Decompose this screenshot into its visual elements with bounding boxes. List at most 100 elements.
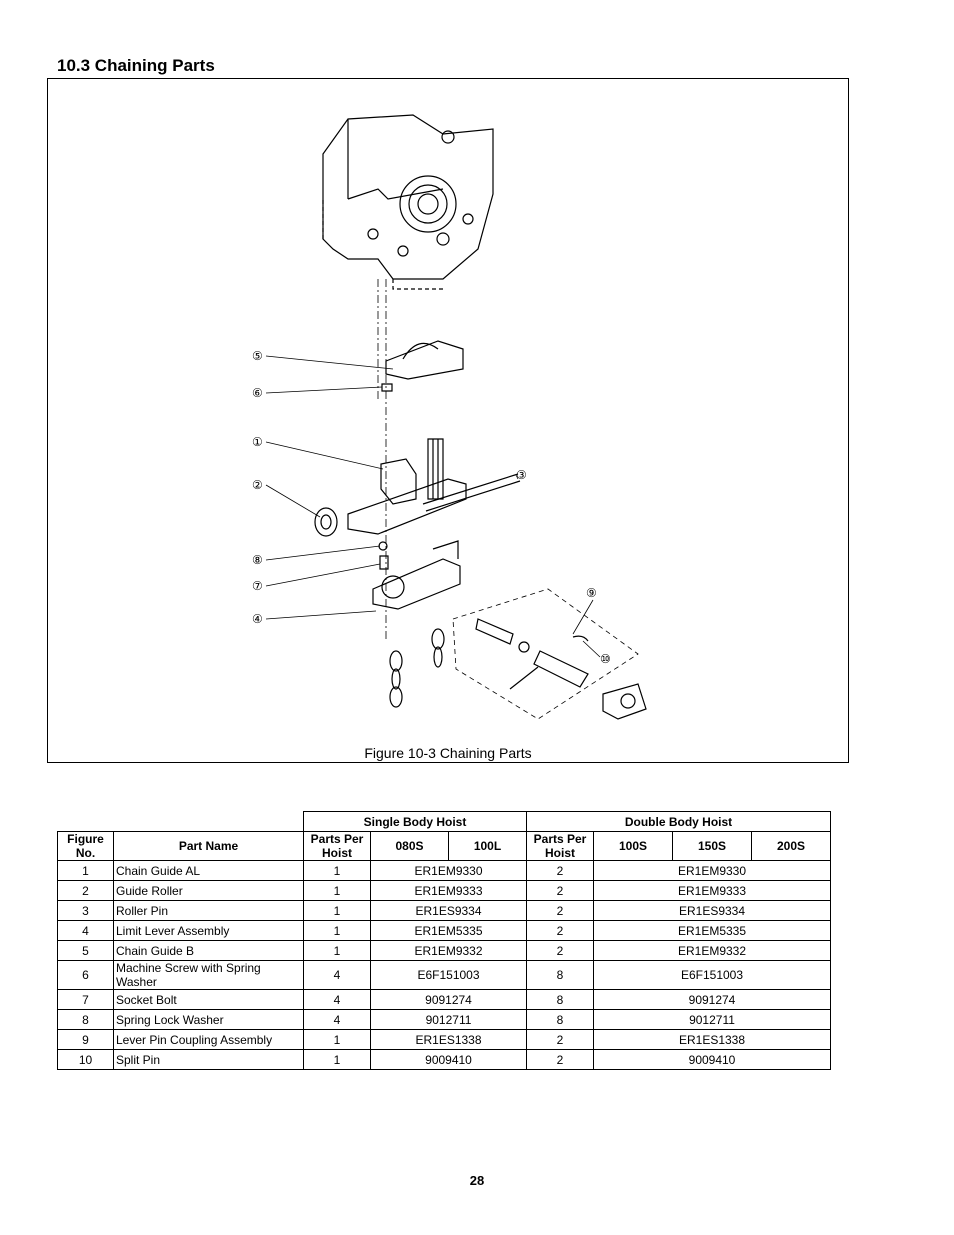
part-name-cell: Chain Guide B	[113, 940, 304, 961]
col-080s: 080S	[370, 831, 449, 861]
figure-no-cell: 7	[57, 989, 114, 1010]
single-qty-cell: 1	[303, 1029, 371, 1050]
double-part-number-cell: 9009410	[593, 1049, 831, 1070]
single-part-number-cell: 9009410	[370, 1049, 527, 1070]
roller-pin-drawing	[422, 473, 521, 512]
double-part-number-cell: ER1EM5335	[593, 920, 831, 941]
figure-no-cell: 6	[57, 960, 114, 990]
callout-2: ②	[252, 478, 263, 492]
figure-caption: Figure 10-3 Chaining Parts	[364, 745, 532, 761]
single-qty-cell: 1	[303, 1049, 371, 1070]
single-qty-cell: 1	[303, 880, 371, 901]
callout-10: ⑩	[600, 652, 611, 666]
figure-no-cell: 8	[57, 1009, 114, 1030]
double-qty-cell: 2	[526, 1049, 594, 1070]
single-part-number-cell: ER1EM9330	[370, 860, 527, 881]
double-qty-cell: 8	[526, 989, 594, 1010]
single-qty-cell: 4	[303, 989, 371, 1010]
chain-guide-b-drawing	[385, 340, 464, 380]
bolt-drawing	[379, 555, 389, 570]
part-name-cell: Guide Roller	[113, 880, 304, 901]
figure-no-cell: 4	[57, 920, 114, 941]
double-qty-cell: 2	[526, 900, 594, 921]
single-part-number-cell: ER1EM9332	[370, 940, 527, 961]
table-group-header: Single Body Hoist Double Body Hoist	[58, 811, 831, 832]
figure-no-cell: 2	[57, 880, 114, 901]
callout-6: ⑥	[252, 386, 263, 400]
parts-table: Single Body Hoist Double Body Hoist Figu…	[57, 811, 831, 1070]
double-part-number-cell: ER1ES9334	[593, 900, 831, 921]
part-name-cell: Machine Screw with Spring Washer	[113, 960, 304, 990]
double-qty-cell: 2	[526, 860, 594, 881]
part-name-cell: Split Pin	[113, 1049, 304, 1070]
double-qty-cell: 8	[526, 960, 594, 990]
exploded-parts-diagram: ⑤ ⑥ ① ② ③ ⑧ ⑦ ④ ⑨ ⑩	[252, 114, 647, 720]
single-qty-cell: 4	[303, 960, 371, 990]
part-name-cell: Lever Pin Coupling Assembly	[113, 1029, 304, 1050]
double-qty-cell: 8	[526, 1009, 594, 1030]
single-qty-cell: 1	[303, 940, 371, 961]
screw-drawing	[381, 383, 393, 392]
double-part-number-cell: E6F151003	[593, 960, 831, 990]
single-qty-cell: 1	[303, 920, 371, 941]
chain-guide-al-drawing	[347, 438, 467, 535]
double-part-number-cell: ER1EM9330	[593, 860, 831, 881]
lever-pin-coupling-drawing	[475, 618, 647, 720]
figure-no-cell: 9	[57, 1029, 114, 1050]
figure-no-cell: 1	[57, 860, 114, 881]
part-name-cell: Limit Lever Assembly	[113, 920, 304, 941]
col-parts-per-hoist-double: Parts Per Hoist	[526, 831, 594, 861]
double-qty-cell: 2	[526, 940, 594, 961]
figure-frame: ⑤ ⑥ ① ② ③ ⑧ ⑦ ④ ⑨ ⑩ Figure 10-3 Chaining…	[47, 78, 849, 763]
double-part-number-cell: ER1EM9333	[593, 880, 831, 901]
col-100l: 100L	[448, 831, 527, 861]
single-part-number-cell: ER1EM5335	[370, 920, 527, 941]
double-part-number-cell: ER1ES1338	[593, 1029, 831, 1050]
part-name-cell: Chain Guide AL	[113, 860, 304, 881]
single-qty-cell: 1	[303, 860, 371, 881]
callout-5: ⑤	[252, 349, 263, 363]
table-column-header: Figure No. Part Name Parts Per Hoist 080…	[57, 831, 831, 861]
double-qty-cell: 2	[526, 880, 594, 901]
single-part-number-cell: ER1EM9333	[370, 880, 527, 901]
group-double-body: Double Body Hoist	[526, 811, 831, 832]
col-parts-per-hoist-single: Parts Per Hoist	[303, 831, 371, 861]
figure-no-cell: 5	[57, 940, 114, 961]
callout-3: ③	[516, 468, 527, 482]
double-qty-cell: 2	[526, 920, 594, 941]
callout-4: ④	[252, 612, 263, 626]
single-part-number-cell: ER1ES1338	[370, 1029, 527, 1050]
col-part-name: Part Name	[113, 831, 304, 861]
chain-drawing	[389, 628, 445, 708]
single-part-number-cell: ER1ES9334	[370, 900, 527, 921]
double-part-number-cell: ER1EM9332	[593, 940, 831, 961]
callout-8: ⑧	[252, 553, 263, 567]
double-part-number-cell: 9091274	[593, 989, 831, 1010]
group-single-body: Single Body Hoist	[303, 811, 527, 832]
col-150s: 150S	[672, 831, 752, 861]
double-qty-cell: 2	[526, 1029, 594, 1050]
part-name-cell: Roller Pin	[113, 900, 304, 921]
guide-roller-drawing	[314, 507, 338, 537]
figure-no-cell: 3	[57, 900, 114, 921]
single-part-number-cell: 9091274	[370, 989, 527, 1010]
callout-1: ①	[252, 435, 263, 449]
callout-9: ⑨	[586, 586, 597, 600]
hoist-body-drawing	[322, 114, 494, 290]
callout-leaders	[265, 355, 601, 658]
single-part-number-cell: E6F151003	[370, 960, 527, 990]
single-qty-cell: 1	[303, 900, 371, 921]
single-qty-cell: 4	[303, 1009, 371, 1030]
col-figure-no: Figure No.	[57, 831, 114, 861]
